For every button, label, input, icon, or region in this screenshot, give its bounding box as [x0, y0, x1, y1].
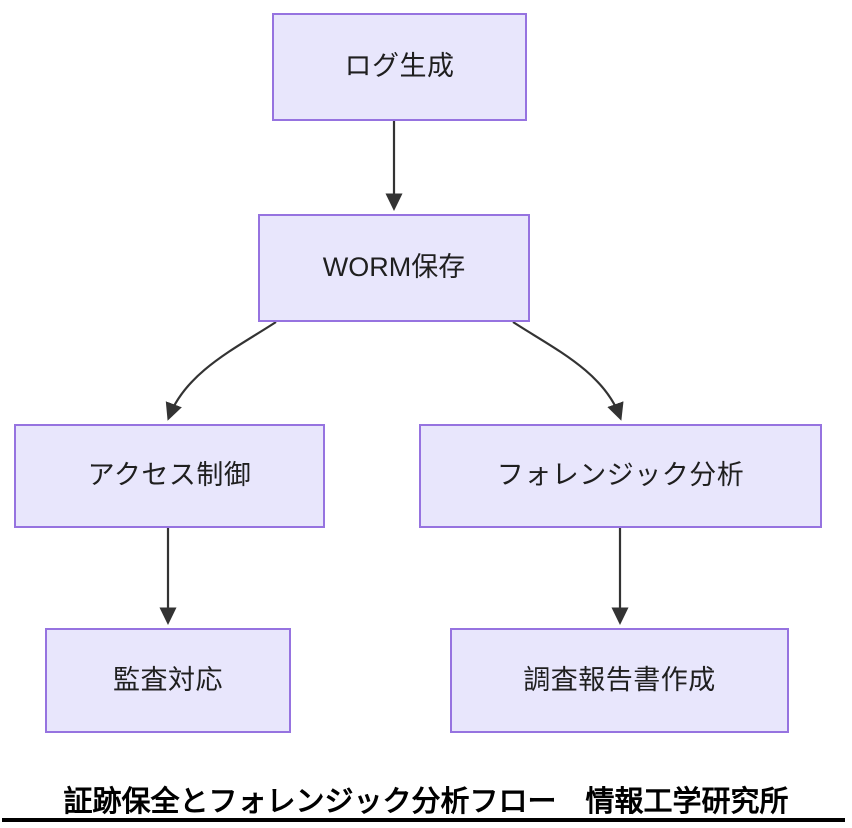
edge-worm-to-access — [165, 321, 277, 421]
node-forensic-analysis[interactable]: フォレンジック分析 — [419, 424, 822, 528]
node-label-audit-response: 監査対応 — [113, 664, 223, 695]
node-investigation-report[interactable]: 調査報告書作成 — [450, 628, 789, 733]
node-audit-response[interactable]: 監査対応 — [45, 628, 291, 733]
node-label-access-control: アクセス制御 — [87, 460, 252, 491]
edge-worm-to-forensic — [512, 321, 624, 421]
node-label-investigation-report: 調査報告書作成 — [523, 664, 716, 695]
node-worm-storage[interactable]: WORM保存 — [258, 214, 530, 322]
node-label-log-generation: ログ生成 — [344, 51, 455, 82]
caption-underline — [2, 818, 845, 822]
diagram-caption: 証跡保全とフォレンジック分析フロー 情報工学研究所 — [63, 786, 789, 818]
node-log-generation[interactable]: ログ生成 — [272, 13, 527, 121]
node-label-forensic-analysis: フォレンジック分析 — [496, 460, 745, 491]
node-access-control[interactable]: アクセス制御 — [14, 424, 325, 528]
node-label-worm-storage: WORM保存 — [322, 252, 466, 283]
